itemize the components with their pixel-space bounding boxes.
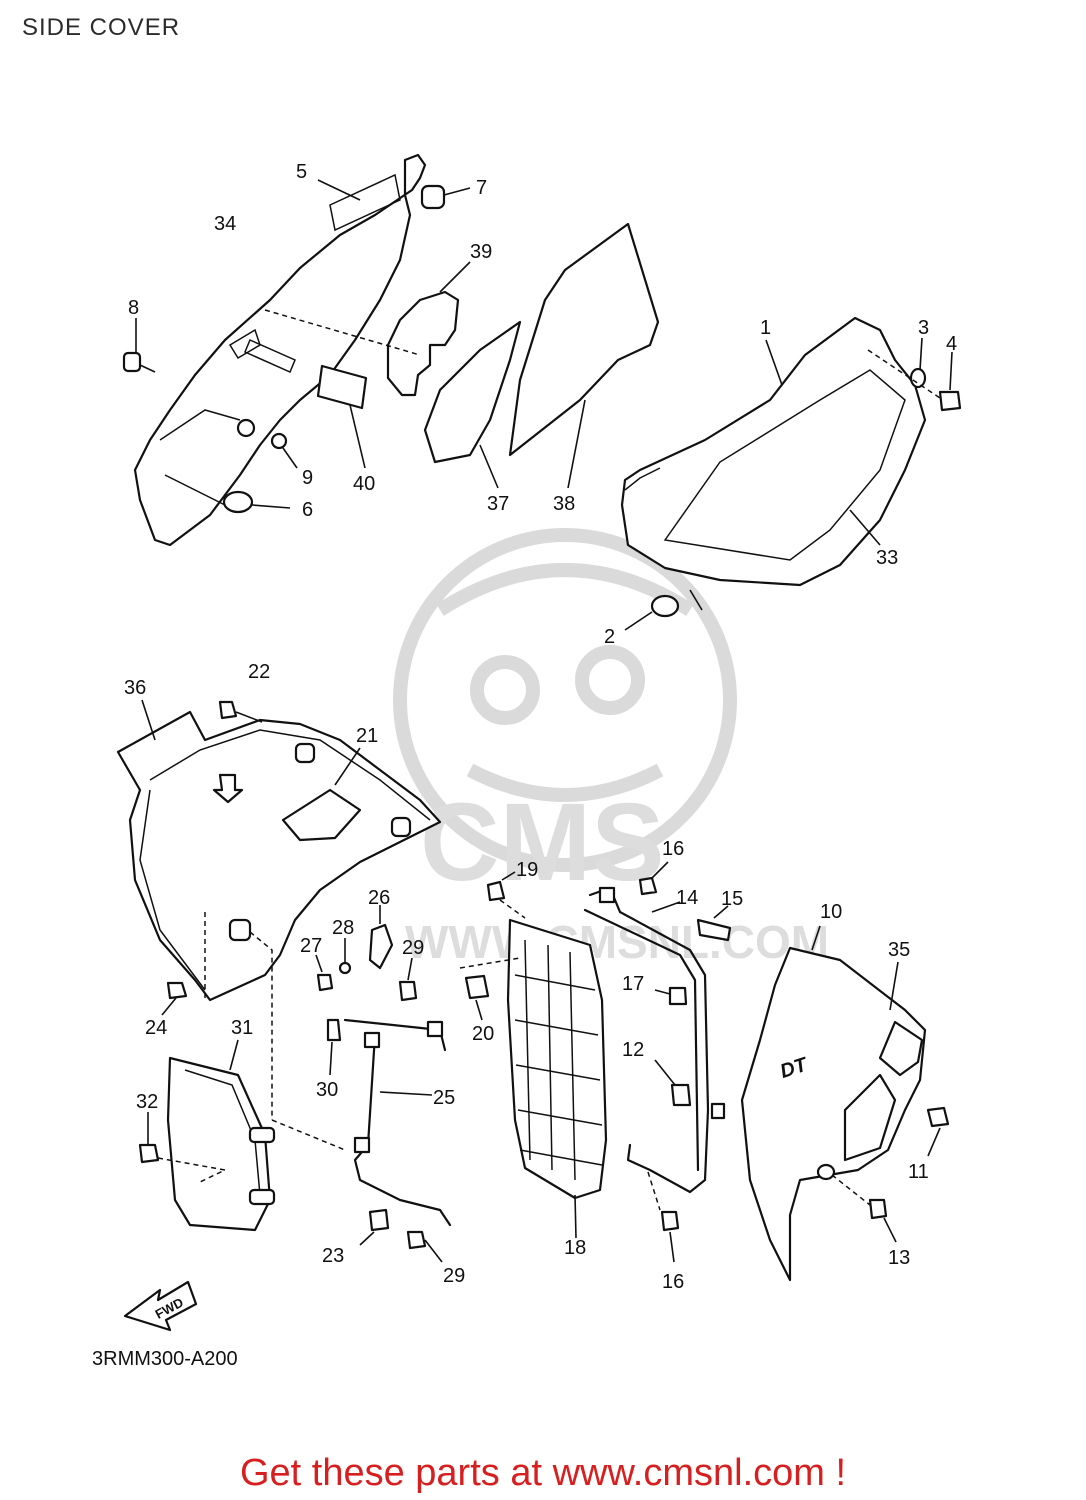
collar-9 bbox=[236, 418, 256, 438]
side-cover-left bbox=[133, 153, 427, 547]
callout: 20 bbox=[472, 1023, 494, 1045]
callout: 21 bbox=[356, 725, 378, 747]
callout: 29 bbox=[402, 937, 424, 959]
grommet-7 bbox=[420, 184, 471, 210]
callout: 9 bbox=[302, 467, 313, 489]
grommet-6 bbox=[222, 490, 254, 514]
callout: 36 bbox=[124, 677, 146, 699]
bolt-29b bbox=[406, 1230, 427, 1250]
bolt-29a bbox=[398, 980, 418, 1002]
callout: 22 bbox=[248, 661, 270, 683]
radiator-shroud bbox=[116, 710, 442, 1002]
callout: 34 bbox=[214, 213, 236, 235]
nut-17 bbox=[668, 986, 688, 1006]
callout: 16 bbox=[662, 1271, 684, 1293]
promo-banner[interactable]: Get these parts at www.cmsnl.com ! bbox=[239, 1452, 847, 1494]
watermark-brand: CMS bbox=[420, 781, 664, 904]
seal-39 bbox=[386, 290, 460, 397]
watermark-url: WWW.CMSNL.COM bbox=[405, 916, 829, 968]
bolt-16a bbox=[638, 876, 658, 896]
callout: 3 bbox=[918, 317, 929, 339]
stay-25 bbox=[343, 1018, 452, 1227]
plate-15 bbox=[696, 918, 732, 942]
callout: 16 bbox=[662, 838, 684, 860]
washer-13 bbox=[816, 1163, 836, 1181]
guard-31 bbox=[166, 1056, 276, 1232]
callout: 14 bbox=[676, 887, 698, 909]
callout: 25 bbox=[433, 1087, 455, 1109]
callout: 10 bbox=[820, 901, 842, 923]
callout: 29 bbox=[443, 1265, 465, 1287]
bolt-16b bbox=[660, 1210, 680, 1232]
diagram-code: 3RMM300-A200 bbox=[92, 1348, 238, 1370]
callout: 15 bbox=[721, 888, 743, 910]
callout: 5 bbox=[296, 161, 307, 183]
rivet-20 bbox=[464, 974, 490, 1000]
bolt-32 bbox=[138, 1143, 160, 1164]
page-title: SIDE COVER bbox=[22, 14, 181, 41]
radiator-grille-18 bbox=[506, 918, 608, 1200]
callout: 40 bbox=[353, 473, 375, 495]
callout: 31 bbox=[231, 1017, 253, 1039]
callout: 13 bbox=[888, 1247, 910, 1269]
callout: 30 bbox=[316, 1079, 338, 1101]
callout: 12 bbox=[622, 1039, 644, 1061]
callout: 17 bbox=[622, 973, 644, 995]
callout: 4 bbox=[946, 333, 957, 355]
bolt-4 bbox=[938, 390, 962, 412]
bolt-13 bbox=[868, 1198, 888, 1220]
decal-panel-10: DT bbox=[740, 946, 927, 1282]
screw-8 bbox=[122, 318, 156, 373]
callout: 24 bbox=[145, 1017, 167, 1039]
washer-9 bbox=[270, 432, 288, 450]
fwd-arrow-icon: FWD bbox=[123, 1280, 198, 1332]
callout: 32 bbox=[136, 1091, 158, 1113]
washer-3 bbox=[909, 367, 927, 389]
bolt-24 bbox=[166, 981, 188, 1000]
bolt-22 bbox=[218, 700, 238, 720]
callout: 27 bbox=[300, 935, 322, 957]
bolt-11 bbox=[926, 1106, 950, 1128]
callout: 35 bbox=[888, 939, 910, 961]
watermark-logo: CMS WWW.CMSNL.COM bbox=[393, 528, 829, 968]
clip-23 bbox=[368, 1208, 390, 1232]
callout: 1 bbox=[760, 317, 771, 339]
callout: 7 bbox=[476, 177, 487, 199]
decal-37 bbox=[423, 320, 522, 464]
callout: 33 bbox=[876, 547, 898, 569]
callout: 2 bbox=[604, 626, 615, 648]
callout: 28 bbox=[332, 917, 354, 939]
bracket-26 bbox=[368, 923, 394, 970]
callout: 11 bbox=[908, 1161, 929, 1183]
callout: 26 bbox=[368, 887, 390, 909]
callout: 8 bbox=[128, 297, 139, 319]
callout: 38 bbox=[553, 493, 575, 515]
decal-38 bbox=[508, 222, 660, 457]
pad-40 bbox=[316, 364, 368, 410]
callout-labels: 1 2 3 4 5 6 7 8 9 10 11 12 13 14 15 16 1… bbox=[124, 161, 957, 1293]
clip-19 bbox=[486, 880, 506, 902]
callout: 18 bbox=[564, 1237, 586, 1259]
frame-14 bbox=[583, 886, 726, 1194]
screw-27 bbox=[316, 973, 334, 992]
callout: 39 bbox=[470, 241, 492, 263]
nut-12 bbox=[670, 1083, 692, 1107]
callout: 23 bbox=[322, 1245, 344, 1267]
washer-28 bbox=[338, 961, 352, 975]
clip-30 bbox=[326, 1018, 342, 1042]
callout: 19 bbox=[516, 859, 538, 881]
callout: 37 bbox=[487, 493, 509, 515]
grommet-2 bbox=[650, 594, 680, 618]
callout: 6 bbox=[302, 499, 313, 521]
